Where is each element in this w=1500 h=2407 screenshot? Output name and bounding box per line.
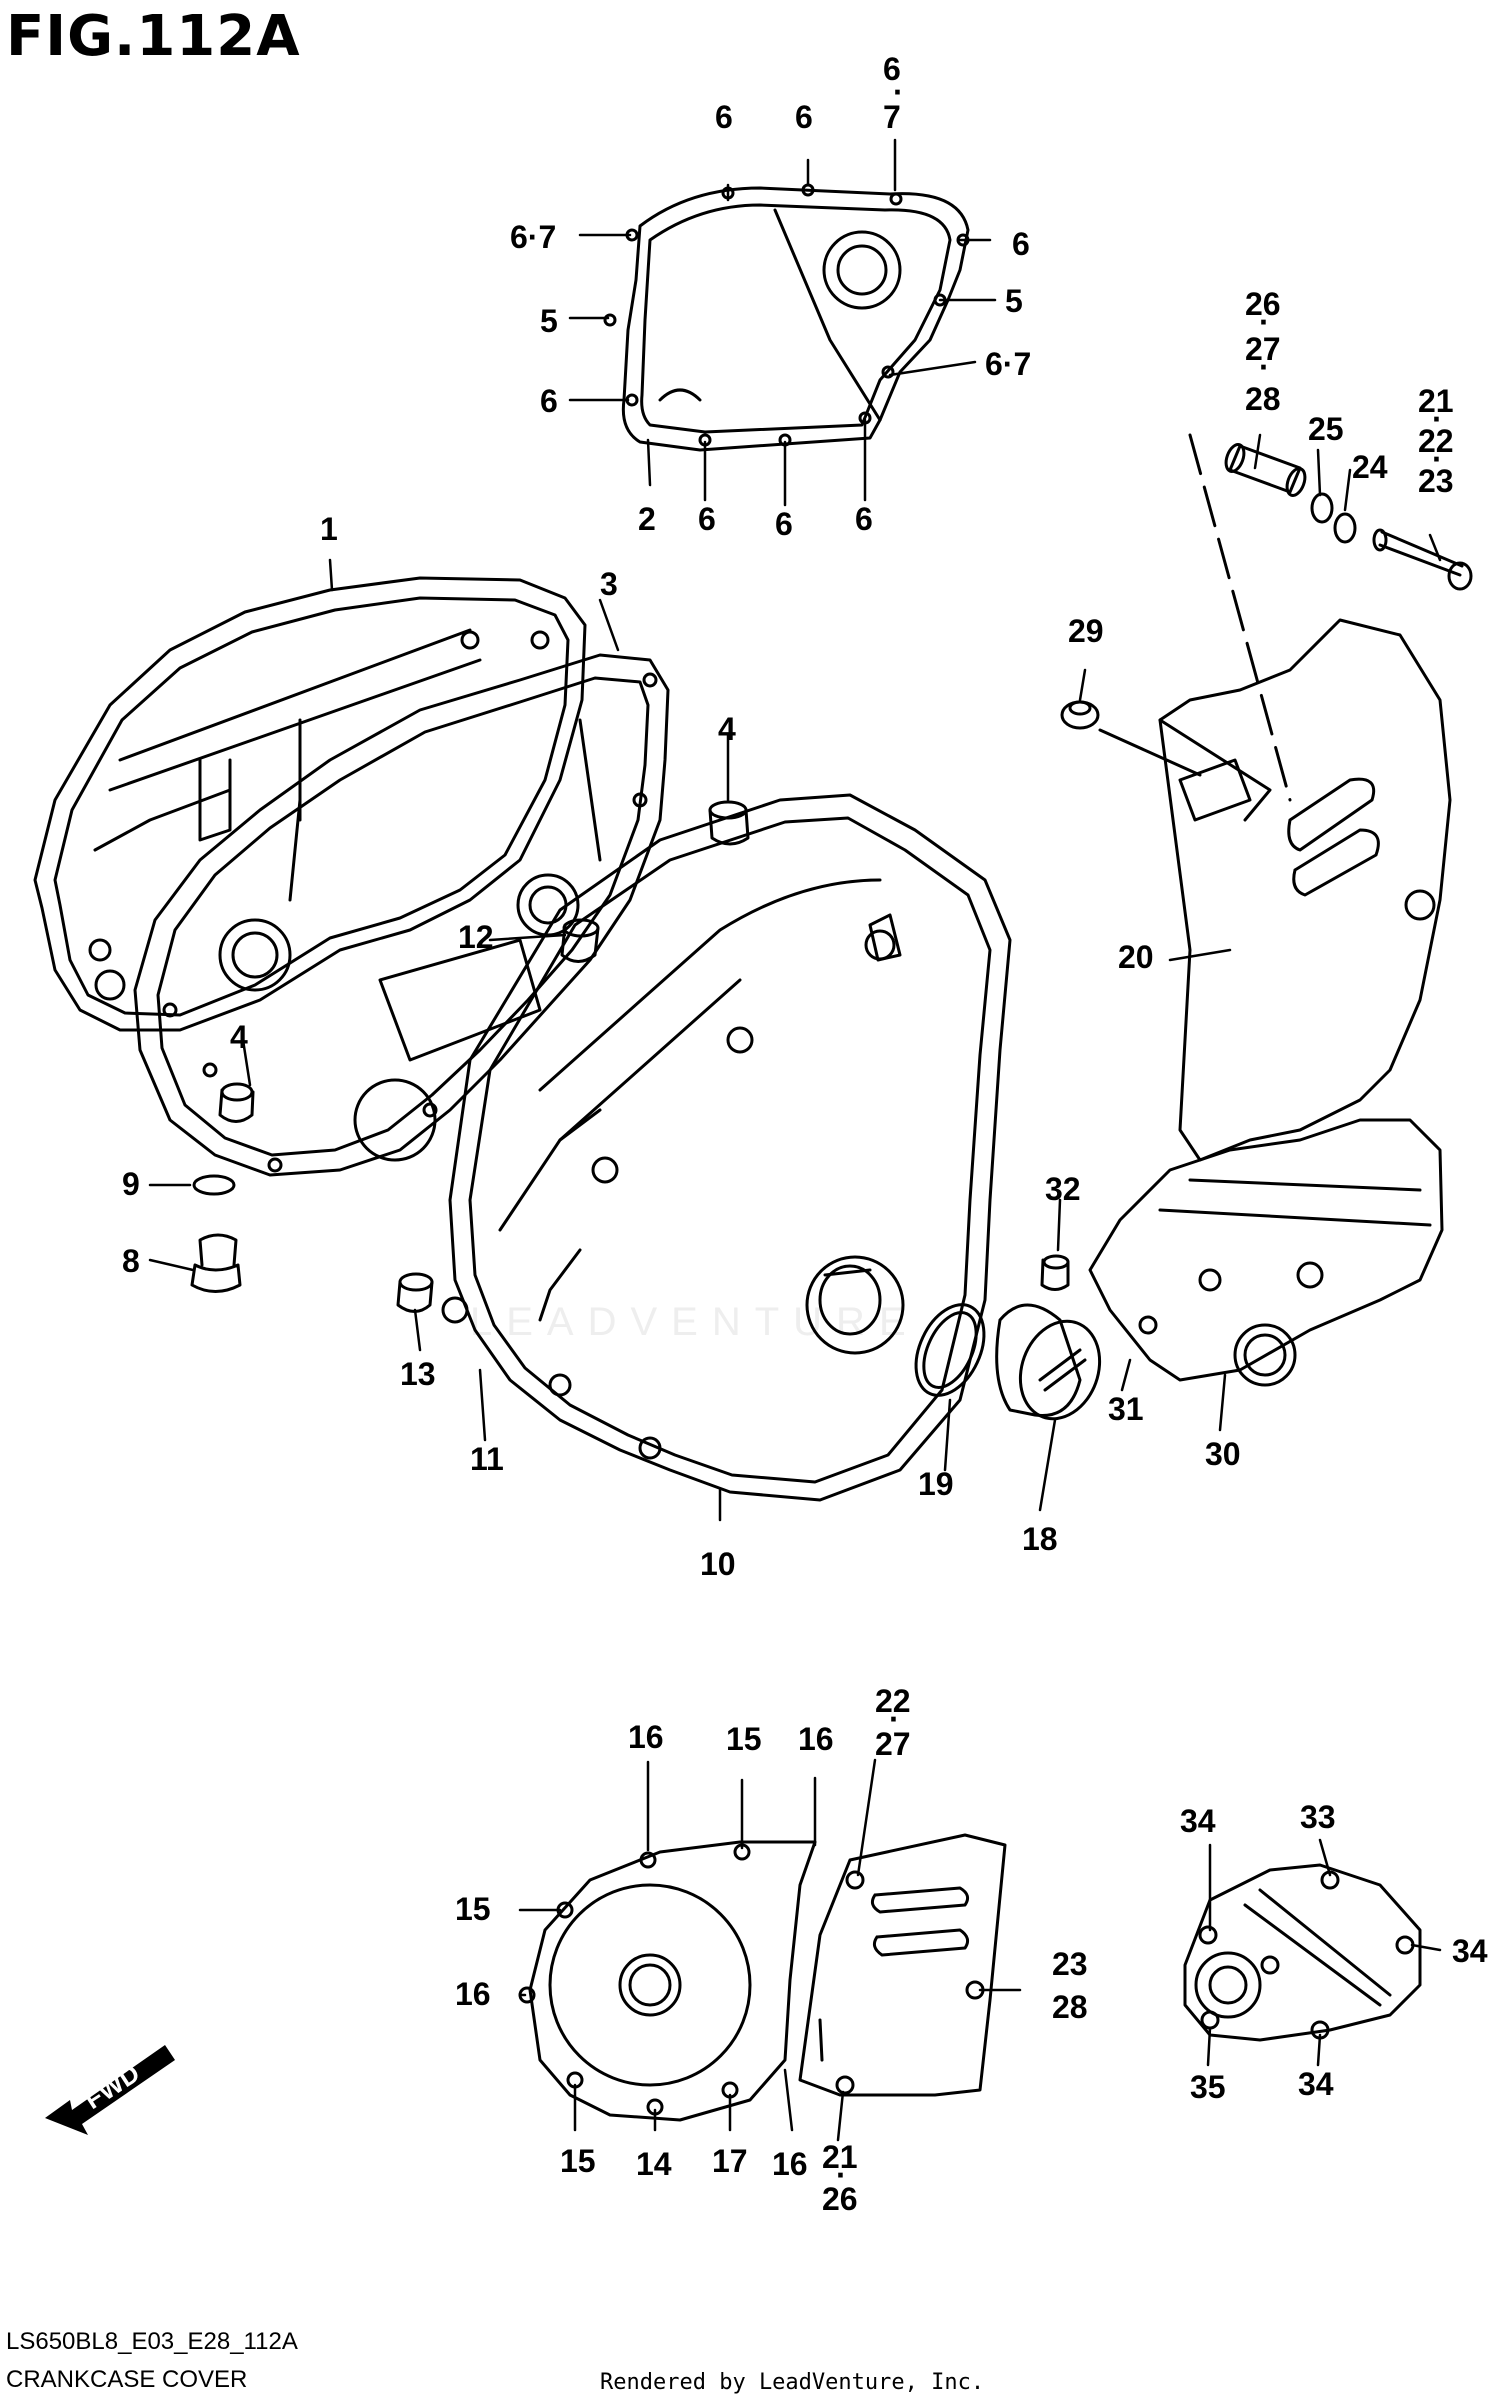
grommet bbox=[1060, 700, 1100, 730]
callout-8: 8 bbox=[122, 1243, 140, 1279]
callout-dot: · bbox=[1259, 304, 1270, 340]
callout-10: 10 bbox=[700, 1546, 736, 1582]
cushion-32 bbox=[1040, 1254, 1070, 1291]
callout-6: 6 bbox=[855, 501, 873, 537]
callout-15: 15 bbox=[560, 2143, 596, 2179]
callout-34: 34 bbox=[1452, 1933, 1488, 1969]
callout-27: 27 bbox=[1245, 331, 1281, 367]
callout-25: 25 bbox=[1308, 411, 1344, 447]
callout-6: 6 bbox=[775, 506, 793, 542]
callout-6-stack: 6 bbox=[883, 51, 901, 87]
callout-11: 11 bbox=[470, 1441, 504, 1477]
callout-28: 28 bbox=[1052, 1989, 1088, 2025]
callout-4-upper: 4 bbox=[718, 711, 736, 747]
cap-cover bbox=[1183, 1863, 1422, 2042]
callout-dot: · bbox=[1432, 401, 1443, 437]
diagram-name: CRANKCASE COVER bbox=[6, 2366, 248, 2393]
engine-sprocket-housing bbox=[1088, 1118, 1444, 1387]
dowel-pin-cover bbox=[396, 1272, 434, 1313]
credit-line: Rendered by LeadVenture, Inc. bbox=[600, 2370, 985, 2395]
callout-18: 18 bbox=[1022, 1521, 1058, 1557]
callout-3: 3 bbox=[600, 566, 618, 602]
callout-16: 16 bbox=[628, 1719, 664, 1755]
washer-24 bbox=[1333, 512, 1357, 544]
callout-6: 6 bbox=[715, 99, 733, 135]
callout-22: 22 bbox=[1418, 423, 1454, 459]
callout-23: 23 bbox=[1418, 463, 1454, 499]
callout-labels: 1 2 3 4 4 5 5 6 6 6 6 6 6 6 6 · 7 6·7 6·… bbox=[122, 51, 1488, 2217]
callout-16: 16 bbox=[772, 2146, 808, 2182]
callout-35: 35 bbox=[1190, 2069, 1226, 2105]
callout-dot: · bbox=[1432, 441, 1443, 477]
watermark: LEADVENTURE bbox=[470, 1300, 920, 1344]
callout-15: 15 bbox=[455, 1891, 491, 1927]
callout-15: 15 bbox=[726, 1721, 762, 1757]
washer bbox=[192, 1174, 236, 1196]
filler-cap bbox=[995, 1303, 1102, 1421]
callout-30: 30 bbox=[1205, 1436, 1241, 1472]
callout-6: 6 bbox=[540, 383, 558, 419]
callout-dot: · bbox=[889, 1701, 900, 1737]
callout-dot: · bbox=[836, 2157, 847, 2193]
callout-4-lower: 4 bbox=[230, 1019, 248, 1055]
callout-22: 22 bbox=[875, 1683, 911, 1719]
generator-cover bbox=[518, 1840, 817, 2122]
washer-25 bbox=[1310, 492, 1334, 524]
cover-bolt bbox=[1372, 528, 1473, 591]
figure-title: FIG.112A bbox=[6, 4, 301, 69]
callout-34: 34 bbox=[1298, 2066, 1334, 2102]
callout-32: 32 bbox=[1045, 1171, 1081, 1207]
magneto-cover bbox=[441, 793, 1012, 1502]
callout-6: 6 bbox=[698, 501, 716, 537]
callout-dot: · bbox=[1259, 349, 1270, 385]
callout-6-7-left: 6·7 bbox=[510, 219, 556, 255]
dowel-pin-lower bbox=[218, 1082, 255, 1123]
callout-24: 24 bbox=[1352, 449, 1388, 485]
callout-dot: · bbox=[893, 74, 904, 110]
spacer-collar bbox=[1224, 443, 1307, 497]
callout-13: 13 bbox=[400, 1356, 436, 1392]
callout-7-stack: 7 bbox=[883, 99, 901, 135]
callout-19: 19 bbox=[918, 1466, 954, 1502]
callout-2: 2 bbox=[638, 501, 656, 537]
callout-28: 28 bbox=[1245, 381, 1281, 417]
callout-5-right: 5 bbox=[1005, 283, 1023, 319]
callout-33: 33 bbox=[1300, 1799, 1336, 1835]
crankcase-body bbox=[33, 576, 587, 1032]
callout-21: 21 bbox=[1418, 383, 1454, 419]
sprocket-cover-plate bbox=[798, 1833, 1007, 2097]
callout-16: 16 bbox=[455, 1976, 491, 2012]
callout-6: 6 bbox=[795, 99, 813, 135]
callout-23: 23 bbox=[1052, 1946, 1088, 1982]
callout-26: 26 bbox=[1245, 286, 1281, 322]
callout-31: 31 bbox=[1108, 1391, 1144, 1427]
clutch-cover-gasket bbox=[603, 183, 970, 452]
callout-29: 29 bbox=[1068, 613, 1104, 649]
diagram-code: LS650BL8_E03_E28_112A bbox=[6, 2328, 298, 2355]
callout-12: 12 bbox=[458, 919, 494, 955]
callout-17: 17 bbox=[712, 2143, 748, 2179]
callout-6-7-right: 6·7 bbox=[985, 346, 1031, 382]
callout-27: 27 bbox=[875, 1726, 911, 1762]
callout-21: 21 bbox=[822, 2139, 858, 2175]
callout-9: 9 bbox=[122, 1166, 140, 1202]
callout-1: 1 bbox=[320, 511, 338, 547]
callout-20: 20 bbox=[1118, 939, 1154, 975]
callout-34: 34 bbox=[1180, 1803, 1216, 1839]
callout-14: 14 bbox=[636, 2146, 672, 2182]
callout-16: 16 bbox=[798, 1721, 834, 1757]
drain-bolt bbox=[190, 1233, 242, 1293]
o-ring bbox=[914, 1303, 986, 1397]
callout-26: 26 bbox=[822, 2181, 858, 2217]
forward-direction-arrow: FWD bbox=[45, 2045, 175, 2135]
callout-5-left: 5 bbox=[540, 303, 558, 339]
sprocket-cover bbox=[1158, 618, 1452, 1162]
callout-6: 6 bbox=[1012, 226, 1030, 262]
